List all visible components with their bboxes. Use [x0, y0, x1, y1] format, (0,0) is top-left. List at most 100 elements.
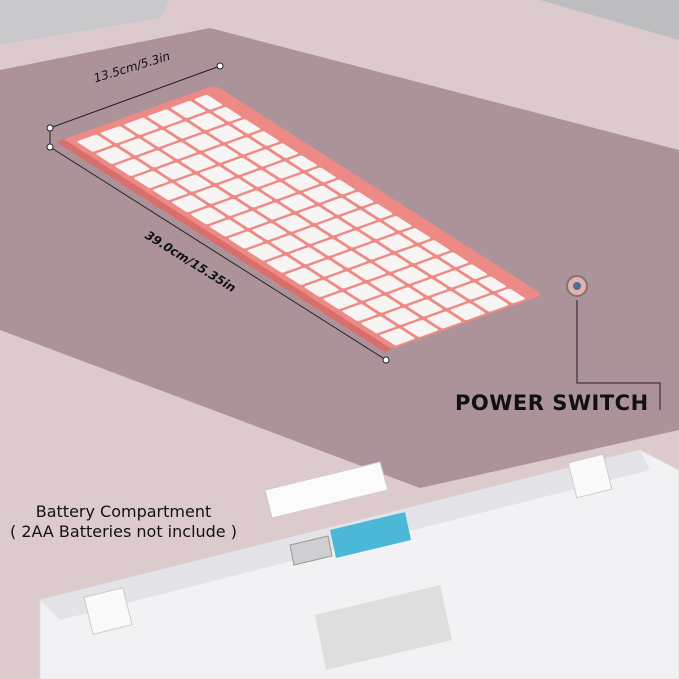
keyboard-key: [497, 288, 525, 304]
keyboard-key: [172, 195, 207, 213]
keyboard-key: [247, 243, 283, 261]
keyboard-key: [280, 194, 315, 212]
keyboard-key: [303, 185, 338, 203]
keyboard-key: [398, 246, 433, 264]
keyboard-key: [360, 222, 395, 239]
keyboard-key: [261, 182, 296, 199]
keyboard-key: [166, 121, 201, 139]
keyboard-key: [326, 179, 355, 195]
battery-label: Battery Compartment ( 2AA Batteries not …: [10, 502, 237, 542]
monitor-base: [0, 0, 170, 45]
label-plate: [315, 585, 452, 670]
keyboard-key: [194, 95, 223, 110]
keyboard-key: [176, 174, 211, 192]
monitor-stand: [540, 0, 679, 40]
keyboard-key: [223, 157, 258, 175]
keyboard-key: [299, 206, 334, 224]
keyboard-key: [190, 207, 226, 225]
power-switch-label: POWER SWITCH: [455, 391, 649, 415]
keyboard-key: [436, 270, 471, 288]
keyboard-key: [308, 167, 336, 183]
keyboard-key: [431, 291, 466, 308]
keyboard-key: [304, 280, 339, 297]
keyboard-key: [162, 142, 197, 159]
keyboard-key: [124, 117, 159, 135]
keyboard-key: [364, 204, 393, 219]
keyboard-key: [342, 304, 377, 322]
keyboard-key: [346, 283, 382, 301]
keyboard-key: [332, 251, 367, 268]
keyboard-key: [379, 234, 414, 251]
keyboard-key: [266, 255, 302, 273]
keyboard-key: [459, 264, 488, 279]
keyboard-key: [214, 199, 249, 216]
keyboard-key: [361, 316, 396, 334]
keyboard-key: [289, 155, 317, 170]
battery-cover: [264, 461, 389, 519]
foot-right: [567, 453, 613, 499]
keyboard-key: [233, 211, 268, 228]
keyboard-key: [294, 226, 329, 244]
keyboard-key: [237, 190, 273, 208]
keyboard-key: [389, 287, 424, 305]
keyboard-key: [427, 311, 462, 329]
keyboard-key: [374, 254, 410, 272]
keyboard-key: [251, 131, 279, 146]
keyboard-key: [402, 228, 431, 243]
keyboard-key: [134, 171, 169, 188]
keyboard-key: [380, 328, 415, 346]
keyboard-key: [351, 263, 386, 280]
keyboard-key: [143, 130, 178, 147]
keyboard-key: [213, 107, 242, 122]
battery-note: ( 2AA Batteries not include ): [10, 522, 237, 541]
keyboard-key: [204, 145, 239, 163]
keyboard-key: [242, 170, 277, 187]
keyboard-key: [284, 173, 320, 191]
battery-title: Battery Compartment: [35, 502, 212, 521]
keyboard-key: [383, 216, 412, 231]
keyboard-key: [199, 166, 235, 184]
keyboard-key: [393, 266, 429, 284]
keyboard-key: [417, 258, 452, 276]
keyboard-key: [195, 186, 230, 204]
keyboard-key: [313, 239, 348, 256]
keyboard-key: [246, 149, 282, 167]
keyboard-key: [157, 162, 192, 180]
keyboard-key: [403, 320, 438, 337]
keyboard-key: [218, 178, 254, 196]
foot-left: [83, 587, 133, 635]
keyboard-key: [317, 218, 353, 236]
keyboard-key: [77, 134, 112, 152]
keyboard-key: [227, 137, 263, 155]
keyboard-key: [450, 303, 485, 320]
keyboard-key: [370, 275, 405, 293]
keyboard-key: [421, 240, 450, 255]
keyboard-key: [147, 109, 183, 127]
keyboard-key: [327, 271, 363, 289]
keyboard-key: [473, 294, 509, 312]
keyboard-key: [412, 279, 447, 296]
keyboard-key: [308, 259, 344, 277]
keyboard-key: [384, 307, 420, 325]
keyboard-key: [365, 295, 401, 313]
keyboard-key: [100, 126, 136, 144]
keyboard-key: [171, 101, 206, 118]
keyboard-key: [275, 214, 311, 232]
keyboard: [56, 86, 540, 352]
keyboard-key: [322, 197, 357, 215]
keyboard-key: [153, 183, 188, 200]
keyboard-key: [185, 133, 220, 151]
keyboard-key: [265, 161, 301, 179]
keyboard-key: [290, 247, 325, 265]
keyboard-key: [208, 125, 244, 143]
keyboard-key: [181, 154, 216, 172]
keyboard-key: [190, 113, 225, 130]
keyboard-key: [408, 299, 443, 317]
keyboard-key: [341, 210, 376, 227]
battery: [330, 512, 411, 558]
keyboard-key: [228, 231, 264, 249]
keyboard-key: [271, 235, 306, 253]
keyboard-key: [336, 230, 372, 248]
keyboard-key: [270, 143, 298, 158]
